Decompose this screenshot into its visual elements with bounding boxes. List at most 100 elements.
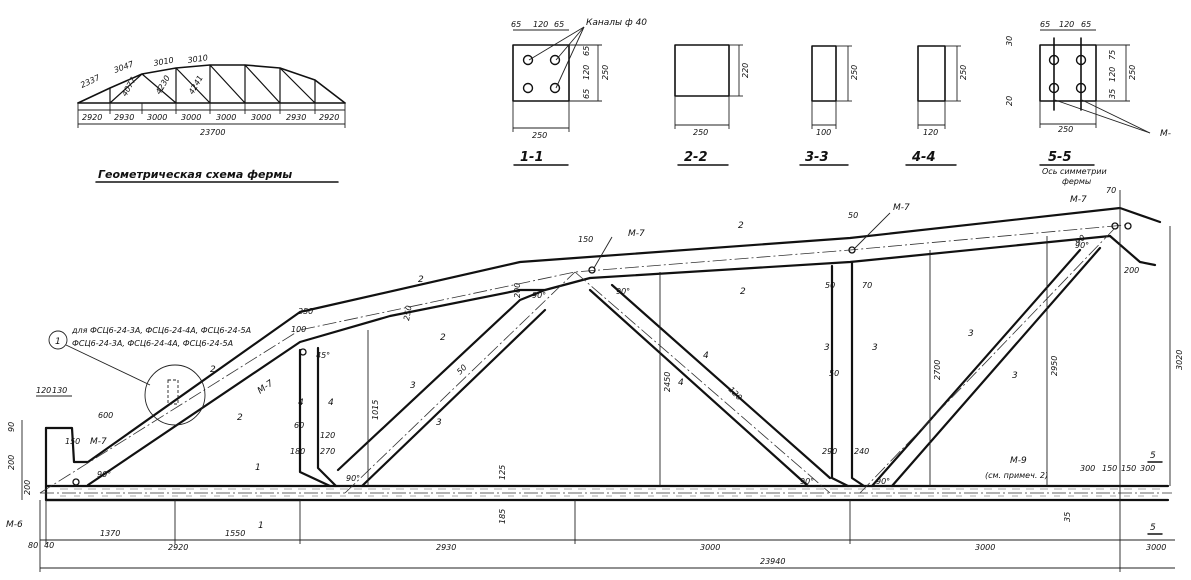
s11-top-3: 65	[554, 20, 564, 29]
section-4-4-outline	[917, 45, 946, 102]
scheme-panel-5: 3000	[216, 113, 236, 122]
height-2950: 2950	[1050, 356, 1059, 376]
mark-4-c: 4	[703, 351, 709, 361]
truss-elevation: Ось симметрии фермы 1 для ФСЦ6-24-3А, ФС…	[6, 167, 1184, 572]
scheme-diag-3: 4241	[187, 74, 205, 96]
bot-dim-1370: 1370	[100, 529, 120, 538]
left-dim-600: 600	[98, 411, 113, 420]
mark-1-lower: 1	[258, 521, 264, 531]
angle-apex-r: 90°	[616, 287, 630, 296]
s55-height: 250	[1128, 65, 1137, 80]
node-dim-300a: 300	[1080, 464, 1095, 473]
left-dim-200b: 200	[23, 480, 32, 495]
post-left-2	[316, 346, 338, 488]
mark-2-a: 2	[210, 365, 216, 375]
left-dim-150: 150	[65, 437, 80, 446]
mark-2-e: 2	[740, 287, 746, 297]
bot-dim-80: 80	[28, 541, 38, 550]
node-dim-35: 35	[1063, 512, 1072, 522]
top-chord-inner	[86, 234, 1112, 487]
symmetry-axis-label: Ось симметрии	[1042, 167, 1107, 176]
mark-5-upper: 5	[1150, 451, 1156, 461]
m7-diag: М-7	[256, 379, 276, 397]
mark-3-d: 3	[872, 343, 878, 353]
s55-mark: М-	[1160, 129, 1171, 139]
node-dim-100: 100	[291, 325, 306, 334]
section-1-1-outline	[512, 44, 570, 102]
m9-note: (см. примеч. 2)	[985, 471, 1048, 480]
s55-top-3: 65	[1081, 20, 1091, 29]
node-dim-70: 70	[862, 281, 872, 290]
section-5-5-outline	[1039, 44, 1097, 102]
mark-4-b: 4	[328, 398, 334, 408]
bot-dim-2920: 2920	[168, 543, 188, 552]
s33-width: 100	[816, 128, 831, 137]
s33-height: 250	[850, 65, 859, 80]
mark-2-f: 2	[738, 221, 744, 231]
mark-4-a: 4	[298, 398, 304, 408]
geometric-scheme: 2920 2930 3000 3000 3000 3000 2930 2920 …	[77, 53, 346, 183]
top-chord-outer	[44, 206, 1162, 464]
post-left-1	[298, 348, 332, 488]
left-dim-200a: 200	[7, 455, 16, 470]
node-dim-60: 60	[294, 421, 304, 430]
detail-callout-circle	[144, 364, 206, 426]
diagonal-left-b	[360, 308, 547, 488]
m7-center: М-7	[628, 229, 645, 239]
scheme-web	[109, 64, 316, 104]
angle-bottom-r: 90°	[876, 477, 890, 486]
diagonal-right-b	[890, 246, 1102, 488]
diagonal-center-b	[610, 283, 832, 480]
angle-bottom-c: 90°	[800, 477, 814, 486]
scheme-diag-1: 4077	[120, 75, 138, 98]
mark-3-a: 3	[410, 381, 416, 391]
diagonal-right-a	[870, 248, 1082, 488]
m7-end: М-7	[1070, 195, 1087, 205]
s11-top-2: 120	[533, 20, 548, 29]
s33-label: 3-3	[805, 150, 829, 165]
node-dim-300b: 300	[1140, 464, 1155, 473]
scheme-panel-3: 3000	[147, 113, 167, 122]
node-dim-50b: 50	[825, 281, 835, 290]
scheme-h4: 3010	[187, 53, 208, 65]
callout-marker	[48, 330, 68, 350]
s11-height: 250	[601, 65, 610, 80]
mark-5-lower: 5	[1150, 523, 1156, 533]
diagonal-center-a	[588, 288, 810, 488]
node-dim-250: 250	[298, 307, 313, 316]
mark-3-f: 3	[1012, 371, 1018, 381]
post-center-2	[850, 260, 866, 488]
node-dim-180: 180	[290, 447, 305, 456]
left-dim-120: 120	[36, 386, 51, 395]
mark-2-c: 2	[440, 333, 446, 343]
s55-width: 250	[1058, 125, 1073, 134]
node-dim-50d: 50	[455, 363, 469, 377]
node-dim-150a: 150	[1102, 464, 1117, 473]
truss-note-2: ФСЦ6-24-3А, ФСЦ6-24-4А, ФСЦ6-24-5А	[72, 339, 233, 348]
mark-4-d: 4	[678, 378, 684, 388]
s55-top-2: 120	[1059, 20, 1074, 29]
bottom-chord-hatch	[60, 488, 1160, 497]
height-3020: 3020	[1175, 350, 1184, 370]
scheme-title: Геометрическая схема фермы	[98, 168, 292, 181]
post-center-1	[830, 264, 850, 488]
node-dim-290: 290	[822, 447, 837, 456]
height-2450: 2450	[663, 372, 672, 392]
section-3-3-outline	[811, 45, 837, 102]
right-end	[1108, 234, 1157, 267]
s55-top-1: 65	[1040, 20, 1050, 29]
s55-side-5: 20	[1005, 96, 1014, 106]
mark-3-b: 3	[436, 418, 442, 428]
scheme-h2: 3047	[113, 59, 136, 75]
bot-dim-3000a: 3000	[700, 543, 720, 552]
diagonal-left-a	[336, 288, 547, 472]
s44-width: 120	[923, 128, 938, 137]
angle-apex-l: 90°	[532, 291, 546, 300]
symmetry-axis-label-2: фермы	[1062, 177, 1091, 186]
s11-side-3: 65	[582, 89, 591, 99]
section-4-4: 120 250 4-4	[905, 45, 968, 166]
s11-width: 250	[532, 131, 547, 140]
bot-dim-3000c: 3000	[1146, 543, 1166, 552]
s44-height: 250	[959, 65, 968, 80]
s55-label: 5-5	[1048, 150, 1072, 165]
